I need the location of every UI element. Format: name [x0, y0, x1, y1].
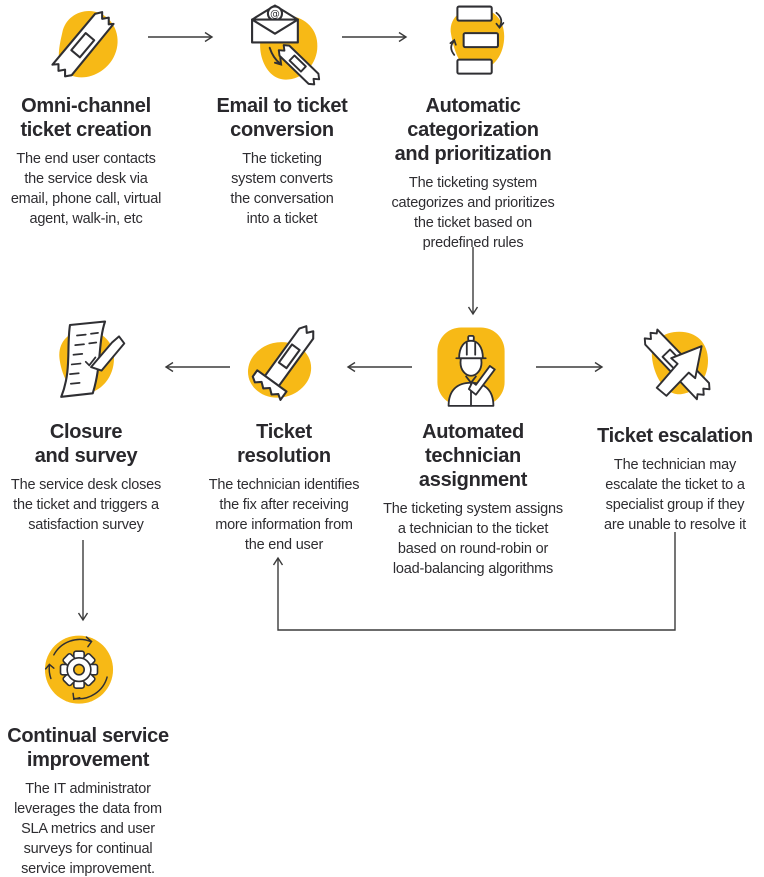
gear-cycle-icon: [42, 631, 116, 709]
step-title: Automated technician assignment: [418, 421, 528, 491]
step-title: Closure and survey: [34, 421, 138, 467]
step-title: Omni-channel ticket creation: [20, 95, 152, 141]
email-to-ticket-icon: @: [238, 0, 326, 92]
step-omni-channel-ticket-creation: Omni-channel ticket creation The end use…: [0, 94, 172, 229]
step-automated-technician-assignment: Automated technician assignment The tick…: [379, 420, 567, 579]
categorization-sort-icon: [434, 0, 512, 88]
arrow-assignment-to-escalation: [536, 361, 610, 373]
step-description: The service desk closes the ticket and t…: [10, 477, 162, 533]
step-title: Continual service improvement: [7, 725, 169, 771]
ticket-icon: [40, 0, 126, 92]
arrow-resolution-to-closure: [158, 361, 230, 373]
step-ticket-escalation: Ticket escalation The technician may esc…: [586, 424, 764, 535]
step-ticket-resolution: Ticket resolution The technician identif…: [198, 420, 370, 555]
step-automatic-categorization: Automatic categorization and prioritizat…: [381, 94, 565, 253]
step-description: The technician may escalate the ticket t…: [604, 457, 746, 533]
step-description: The technician identifies the fix after …: [208, 477, 360, 553]
step-continual-service-improvement: Continual service improvement The IT adm…: [0, 724, 176, 877]
step-description: The ticketing system converts the conver…: [230, 151, 334, 227]
survey-checklist-icon: [40, 318, 128, 410]
arrow-escalation-loop-to-resolution: [270, 528, 682, 638]
arrow-assignment-to-resolution: [340, 361, 412, 373]
ticket-escalation-icon: [636, 322, 716, 412]
step-title: Automatic categorization and prioritizat…: [394, 95, 552, 165]
arrow-conversion-to-categorization: [342, 31, 414, 43]
arrow-creation-to-conversion: [148, 31, 220, 43]
step-title: Ticket escalation: [597, 425, 753, 447]
svg-text:@: @: [270, 9, 280, 20]
ticket-resolution-icon: [240, 320, 326, 412]
step-title: Email to ticket conversion: [216, 95, 348, 141]
arrow-categorization-to-assignment: [466, 247, 480, 321]
step-description: The end user contacts the service desk v…: [10, 151, 162, 227]
step-description: The ticketing system categorizes and pri…: [391, 175, 555, 251]
step-description: The ticketing system assigns a technicia…: [383, 501, 563, 577]
step-closure-and-survey: Closure and survey The service desk clos…: [0, 420, 172, 535]
step-title: Ticket resolution: [237, 421, 331, 467]
step-email-to-ticket-conversion: Email to ticket conversion The ticketing…: [207, 94, 357, 229]
technician-icon: [436, 326, 506, 408]
arrow-closure-to-improvement: [76, 540, 90, 628]
step-description: The IT administrator leverages the data …: [14, 781, 162, 877]
